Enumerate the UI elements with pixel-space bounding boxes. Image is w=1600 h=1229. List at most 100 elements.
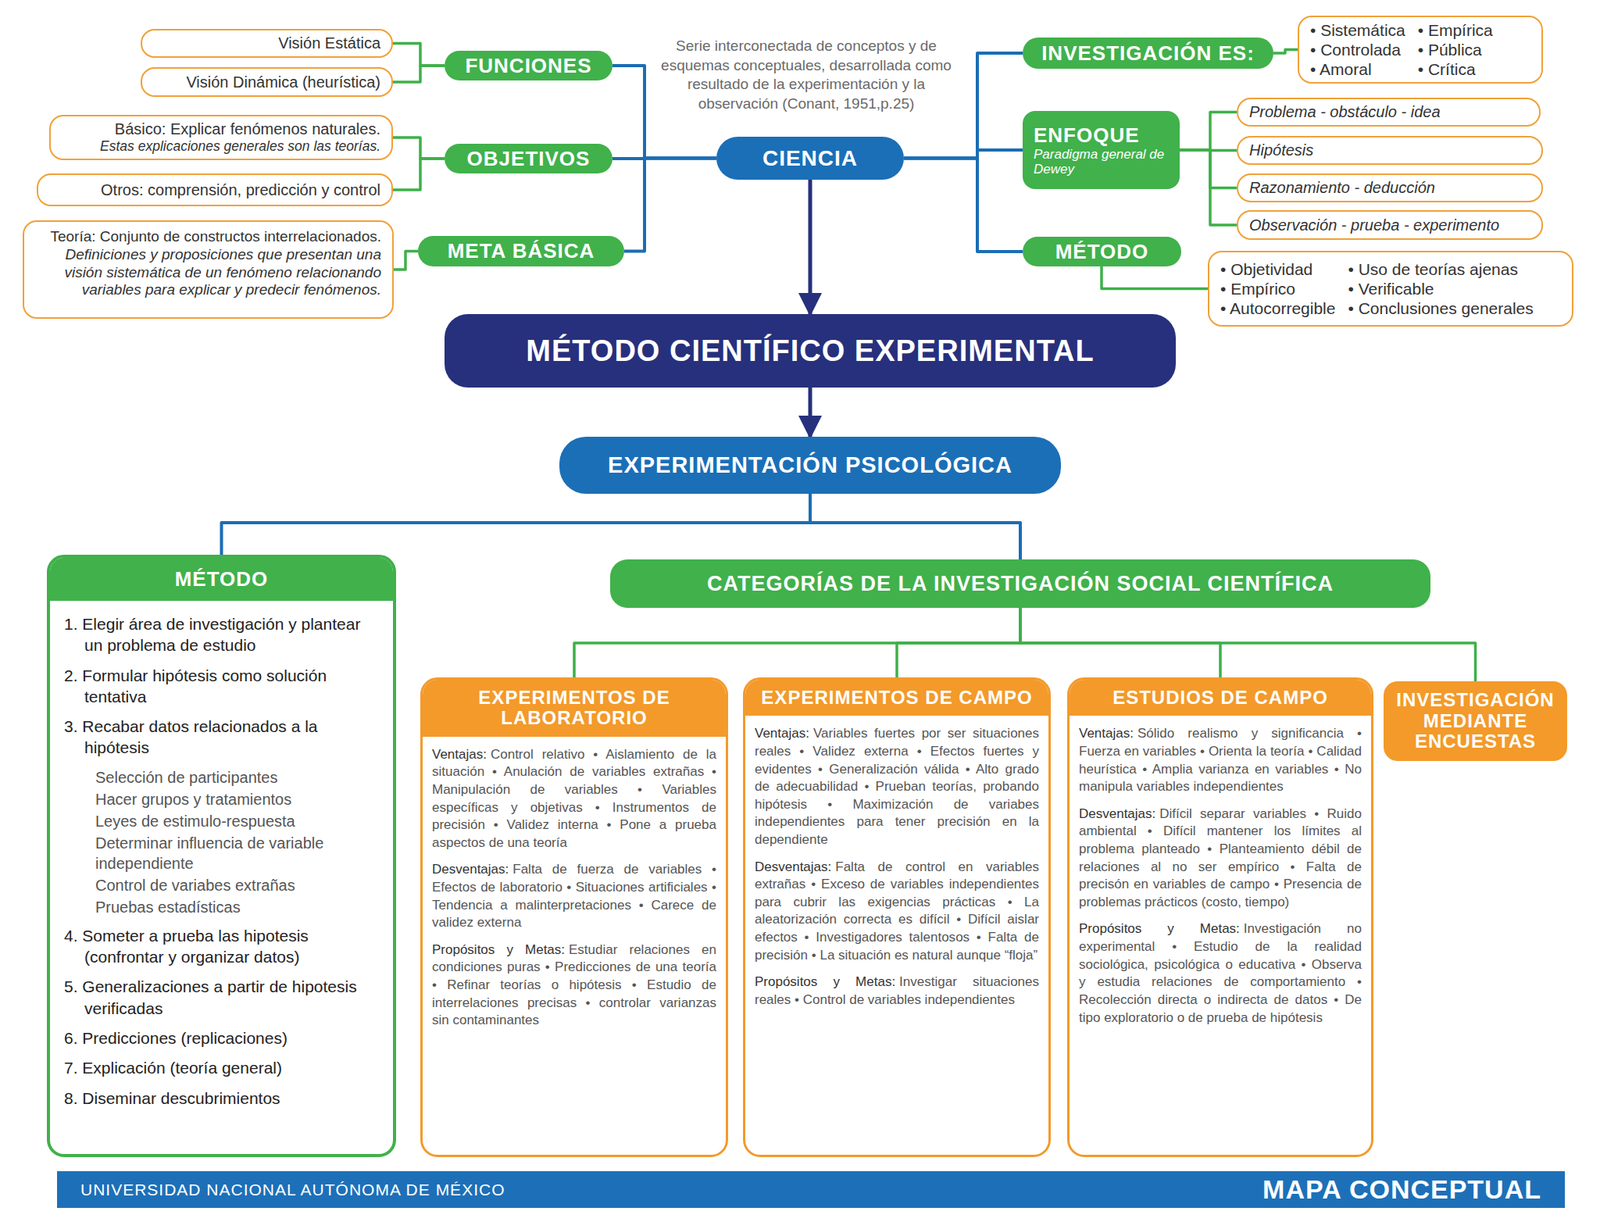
category-box: INVESTIGACIÓN MEDIANTE ENCUESTAS bbox=[1383, 681, 1568, 761]
note-text: Serie interconectada de conceptos y de e… bbox=[653, 36, 960, 115]
node-text: FUNCIONES bbox=[464, 53, 592, 79]
category-panel: EXPERIMENTOS DE CAMPO Ventajas:Variables … bbox=[742, 677, 1051, 1158]
list-item: • Objetividad bbox=[1220, 259, 1336, 279]
step-item: 3. Recabar datos relacionados a la hipót… bbox=[64, 715, 379, 759]
connector bbox=[1179, 150, 1237, 189]
list-item: • Conclusiones generales bbox=[1347, 298, 1533, 318]
section-label: Propósitos y Metas: bbox=[432, 942, 565, 958]
list-item: • Pública bbox=[1417, 39, 1493, 60]
connector bbox=[1273, 50, 1298, 54]
outline-box: Básico: Explicar fenómenos naturales.Est… bbox=[49, 114, 393, 161]
connector bbox=[808, 179, 813, 315]
main-title-box: MÉTODO CIENTÍFICO EXPERIMENTAL bbox=[444, 314, 1176, 388]
outline-box: Razonamiento - deducción bbox=[1236, 173, 1543, 203]
list-item: • Crítica bbox=[1417, 59, 1493, 79]
panel-paragraph: Ventajas:Variables fuertes por ser situa… bbox=[754, 725, 1040, 849]
list-item: • Verificable bbox=[1347, 278, 1533, 299]
connector bbox=[1101, 266, 1208, 290]
node-text: Definiciones y proposiciones que present… bbox=[35, 246, 382, 300]
node-text: ENFOQUE bbox=[1033, 123, 1169, 148]
node-text: EXPERIMENTACIÓN PSICOLÓGICA bbox=[607, 452, 1013, 479]
outline-box: Visión Estática bbox=[140, 28, 393, 58]
list-box: • Sistemática • Empírica • Controlada • Púb… bbox=[1297, 15, 1543, 84]
panel-header: MÉTODO bbox=[50, 557, 393, 601]
panel-paragraph: Ventajas:Sólido realismo y significancia… bbox=[1078, 725, 1362, 796]
section-label: Ventajas: bbox=[1078, 725, 1134, 741]
section-label: Desventajas: bbox=[754, 859, 832, 875]
outline-box: Hipótesis bbox=[1236, 135, 1543, 165]
connector bbox=[574, 607, 1021, 678]
panel-paragraph: Propósitos y Metas:Investigación no expe… bbox=[1078, 920, 1362, 1027]
list-item: • Controlada bbox=[1310, 39, 1406, 60]
connector bbox=[808, 387, 813, 437]
panel-paragraph: Propósitos y Metas:Investigar situacione… bbox=[754, 973, 1040, 1009]
connector bbox=[810, 493, 1021, 560]
sub-step: Leyes de estimulo-respuesta bbox=[64, 810, 379, 832]
node-text: Paradigma general de Dewey bbox=[1033, 147, 1169, 177]
sub-step: Hacer grupos y tratamientos bbox=[64, 789, 379, 810]
sub-step: Selección de participantes bbox=[64, 767, 379, 788]
step-item: 5. Generalizaciones a partir de hipotesi… bbox=[64, 975, 379, 1019]
section-label: Desventajas: bbox=[432, 861, 509, 877]
panel-header: EXPERIMENTOS DE LABORATORIO bbox=[422, 679, 726, 737]
node-text: MÉTODO bbox=[1055, 239, 1150, 265]
category-panel: ESTUDIOS DE CAMPO Ventajas:Sólido realism… bbox=[1067, 677, 1374, 1158]
list-item: • Uso de teorías ajenas bbox=[1347, 259, 1533, 279]
panel-header: ESTUDIOS DE CAMPO bbox=[1069, 679, 1372, 716]
sub-step: Pruebas estadísticas bbox=[64, 896, 379, 918]
outline-box: Observación - prueba - experimento bbox=[1236, 210, 1543, 240]
central-pill: EXPERIMENTACIÓN PSICOLÓGICA bbox=[559, 436, 1061, 494]
outline-box: Visión Dinámica (heurística) bbox=[140, 67, 393, 97]
node-text: OBJETIVOS bbox=[467, 146, 591, 172]
step-item: 1. Elegir área de investigación y plante… bbox=[64, 613, 379, 657]
node-text: Visión Estática bbox=[278, 34, 381, 53]
node-text: INVESTIGACIÓN MEDIANTE ENCUESTAS bbox=[1392, 689, 1559, 752]
category-pill: META BÁSICA bbox=[417, 235, 625, 267]
category-pill: OBJETIVOS bbox=[444, 143, 613, 174]
step-item: 8. Diseminar descubrimientos bbox=[64, 1087, 379, 1109]
section-body: Investigación no experimental • Estudio … bbox=[1078, 921, 1362, 1025]
list-box: • Objetividad • Uso de teorías ajenas • Em… bbox=[1207, 250, 1574, 327]
connector bbox=[392, 158, 445, 190]
category-panel: EXPERIMENTOS DE LABORATORIOVentajas:Cont… bbox=[420, 677, 729, 1158]
connector bbox=[1020, 607, 1476, 682]
list-item: • Empírico bbox=[1220, 278, 1336, 299]
section-body: Difícil separar variables • Ruido ambien… bbox=[1078, 806, 1362, 910]
category-band: CATEGORÍAS DE LA INVESTIGACIÓN SOCIAL CI… bbox=[610, 559, 1431, 608]
section-body: Control relativo • Aislamiento de la sit… bbox=[432, 746, 717, 850]
connector bbox=[896, 607, 1021, 678]
node-text: UNIVERSIDAD NACIONAL AUTÓNOMA DE MÉXICO bbox=[80, 1180, 505, 1200]
category-pill: INVESTIGACIÓN ES: bbox=[1022, 37, 1274, 69]
connector bbox=[392, 65, 445, 83]
node-text: MÉTODO CIENTÍFICO EXPERIMENTAL bbox=[525, 334, 1094, 368]
connector bbox=[1179, 112, 1237, 151]
connector bbox=[393, 251, 418, 271]
node-text: CATEGORÍAS DE LA INVESTIGACIÓN SOCIAL CI… bbox=[707, 571, 1334, 597]
node-text: Otros: comprensión, predicción y control bbox=[100, 181, 381, 200]
sub-step: Determinar influencia de variable indepe… bbox=[64, 832, 379, 874]
list-item: • Autocorregible bbox=[1220, 298, 1336, 318]
outline-box: Otros: comprensión, predicción y control bbox=[36, 173, 393, 207]
step-item: 2. Formular hipótesis como solución tent… bbox=[64, 664, 379, 708]
section-label: Desventajas: bbox=[1078, 806, 1156, 822]
panel-header: EXPERIMENTOS DE CAMPO bbox=[745, 679, 1049, 716]
node-text: CIENCIA bbox=[762, 146, 858, 172]
method-panel: MÉTODO 1. Elegir área de investigación y … bbox=[46, 554, 397, 1158]
sub-step: Control de variabes extrañas bbox=[64, 875, 379, 896]
outline-box: Teoría: Conjunto de constructos interrel… bbox=[22, 220, 394, 319]
node-text: MAPA CONCEPTUAL bbox=[1262, 1174, 1542, 1205]
connector bbox=[392, 137, 445, 159]
node-text: Estas explicaciones generales son las te… bbox=[100, 138, 381, 155]
node-text: INVESTIGACIÓN ES: bbox=[1041, 41, 1255, 66]
list-item: • Empírica bbox=[1417, 20, 1493, 40]
outline-box: Problema - obstáculo - idea bbox=[1236, 97, 1541, 127]
connector bbox=[1179, 150, 1237, 225]
list-item: • Sistemática bbox=[1310, 20, 1406, 40]
node-text: Problema - obstáculo - idea bbox=[1249, 103, 1441, 122]
list-item: • Amoral bbox=[1310, 59, 1406, 79]
step-item: 7. Explicación (teoría general) bbox=[64, 1057, 379, 1079]
connector bbox=[221, 493, 811, 555]
node-text: META BÁSICA bbox=[447, 239, 596, 264]
section-label: Propósitos y Metas: bbox=[754, 974, 896, 990]
step-item: 6. Predicciones (replicaciones) bbox=[64, 1027, 379, 1049]
